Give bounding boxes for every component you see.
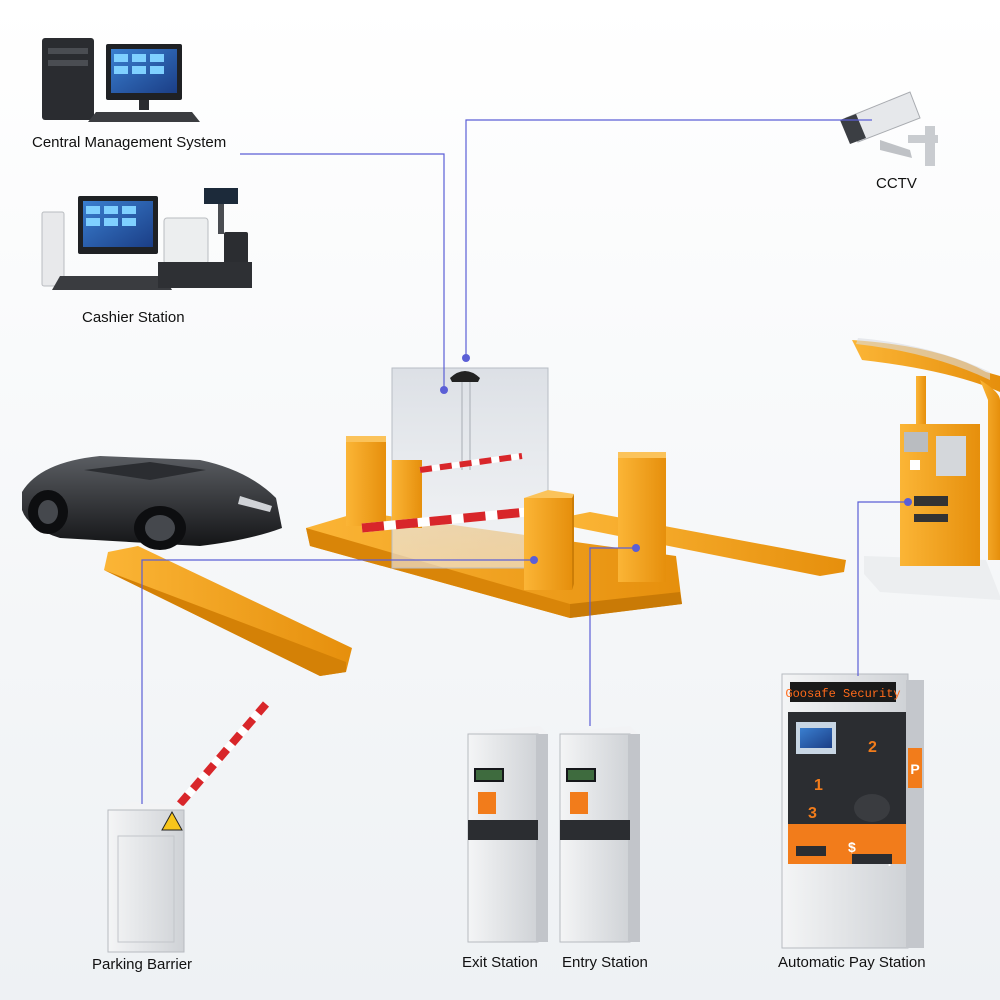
automatic-pay-station-icon: Goosafe Security 1 2 3 $ 4 P: [781, 673, 924, 949]
label-cctv: CCTV: [876, 175, 917, 192]
dot-parking-barrier: [530, 556, 538, 564]
pay-step-3-label: 3: [808, 805, 817, 822]
connector-central-management: [240, 153, 445, 390]
parking-barrier-icon: [107, 701, 270, 953]
dot-central-management: [440, 386, 448, 394]
dot-pay-station: [904, 498, 912, 506]
parking-p-sign: P: [910, 761, 919, 777]
cashier-station-icon: [41, 188, 252, 290]
pay-step-1-label: 1: [814, 777, 823, 794]
exit-station-icon: [467, 726, 548, 943]
connector-dots: [440, 354, 912, 564]
sports-car-icon: [22, 456, 282, 550]
label-central-management-system: Central Management System: [32, 134, 227, 151]
connector-entry-station: [589, 547, 636, 726]
label-automatic-pay-station: Automatic Pay Station: [778, 954, 926, 971]
cctv-camera-icon: [840, 91, 938, 166]
pay-step-2-label: 2: [868, 739, 877, 756]
label-exit-station: Exit Station: [462, 954, 538, 971]
pay-station-marquee-text: Goosafe Security: [785, 687, 900, 701]
back-barrier-units: [346, 436, 666, 582]
connector-parking-barrier: [141, 559, 534, 804]
central-management-computer-icon: [42, 38, 200, 122]
entry-station-icon: [559, 726, 640, 943]
dot-cctv: [462, 354, 470, 362]
front-barrier-unit: [361, 490, 574, 590]
label-entry-station: Entry Station: [562, 954, 648, 971]
connector-lines: [141, 119, 908, 804]
connector-cctv: [465, 119, 872, 358]
pay-currency-label: $: [848, 839, 856, 855]
canopy-pay-kiosk: [852, 338, 1000, 600]
label-parking-barrier: Parking Barrier: [92, 956, 193, 973]
dot-entry-station: [632, 544, 640, 552]
label-cashier-station: Cashier Station: [82, 309, 185, 326]
dome-camera-icon: [450, 371, 480, 382]
connector-pay-station: [857, 501, 908, 676]
